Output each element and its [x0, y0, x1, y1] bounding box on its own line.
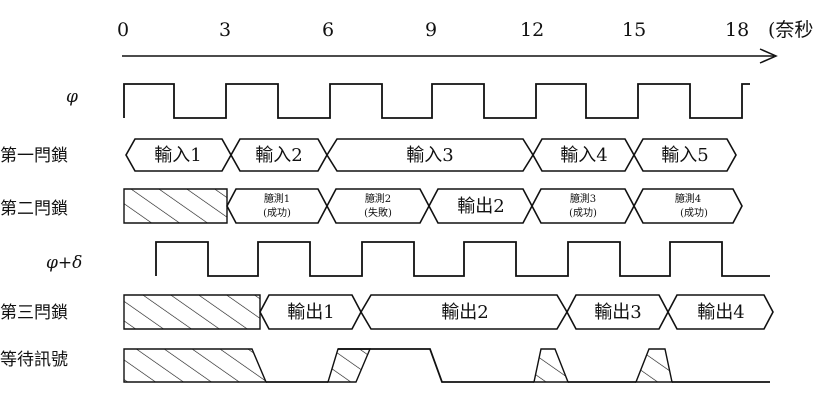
- wait-waveform: [266, 348, 770, 383]
- latch1-seg-2-label: 輸入2: [255, 145, 302, 166]
- latch2-hatched: [123, 188, 228, 224]
- latch2-seg-5-line1: 臆測4: [675, 192, 701, 205]
- signal-phi-label: φ: [66, 87, 78, 107]
- latch1-row: 輸入1 輸入2 輸入3 輸入4 輸入5: [125, 138, 737, 172]
- latch3-row: 輸出1 輸出2 輸出3 輸出4: [123, 294, 774, 330]
- latch2-seg-3-label: 輸出2: [457, 196, 504, 217]
- wait-pulse-1: [123, 348, 268, 383]
- wait-pulse-4: [634, 348, 673, 383]
- latch2-seg-2-line1: 臆測2: [365, 192, 391, 205]
- signal-latch3-label: 第三閂鎖: [0, 303, 68, 323]
- latch1-seg-5: [633, 138, 737, 172]
- latch3-hatched: [123, 294, 261, 330]
- latch3-seg-2-label: 輸出2: [441, 302, 488, 323]
- latch1-seg-1-label: 輸入1: [154, 145, 201, 166]
- signal-phi-delta-label: φ+δ: [46, 253, 82, 273]
- latch1-seg-3-label: 輸入3: [406, 145, 453, 166]
- phi-waveform: [123, 83, 750, 119]
- latch2-row: 臆測1 (成功) 臆測2 (失敗) 輸出2 臆測3 (成功) 臆測4 (成功): [123, 188, 743, 224]
- latch2-seg-1-line2: (成功): [263, 207, 291, 219]
- axis-arrow: [759, 48, 778, 64]
- tick-12: 12: [520, 19, 544, 41]
- latch3-seg-4: [667, 294, 774, 330]
- signal-latch2-label: 第二閂鎖: [0, 199, 68, 219]
- latch2-seg-4-line1: 臆測3: [570, 192, 596, 205]
- tick-6: 6: [322, 19, 334, 41]
- latch2-seg-1-line1: 臆測1: [264, 192, 290, 205]
- signal-latch1-label: 第一閂鎖: [0, 146, 68, 166]
- latch1-seg-4-label: 輸入4: [560, 145, 607, 166]
- latch2-seg-5-line2: (成功): [680, 207, 708, 219]
- phi-delta-waveform: [155, 241, 770, 277]
- time-axis: 0 3 6 9 12 15 18 (奈秒: [117, 19, 813, 64]
- wait-pulse-2: [327, 348, 372, 383]
- latch3-seg-1-label: 輸出1: [287, 302, 334, 323]
- latch3-seg-3-label: 輸出3: [594, 302, 641, 323]
- latch2-seg-5: [633, 188, 743, 224]
- wait-row: [123, 348, 770, 383]
- tick-15: 15: [622, 19, 646, 41]
- tick-0: 0: [117, 19, 129, 41]
- latch2-seg-4-line2: (成功): [569, 207, 597, 219]
- latch2-seg-2-line2: (失敗): [364, 206, 392, 219]
- axis-unit: (奈秒: [768, 19, 813, 41]
- latch3-seg-4-label: 輸出4: [697, 302, 744, 323]
- tick-18: 18: [725, 19, 749, 41]
- wait-pulse-3: [533, 348, 570, 383]
- latch1-seg-5-label: 輸入5: [661, 145, 708, 166]
- signal-wait-label: 等待訊號: [0, 350, 68, 370]
- tick-3: 3: [219, 19, 231, 41]
- tick-9: 9: [425, 19, 437, 41]
